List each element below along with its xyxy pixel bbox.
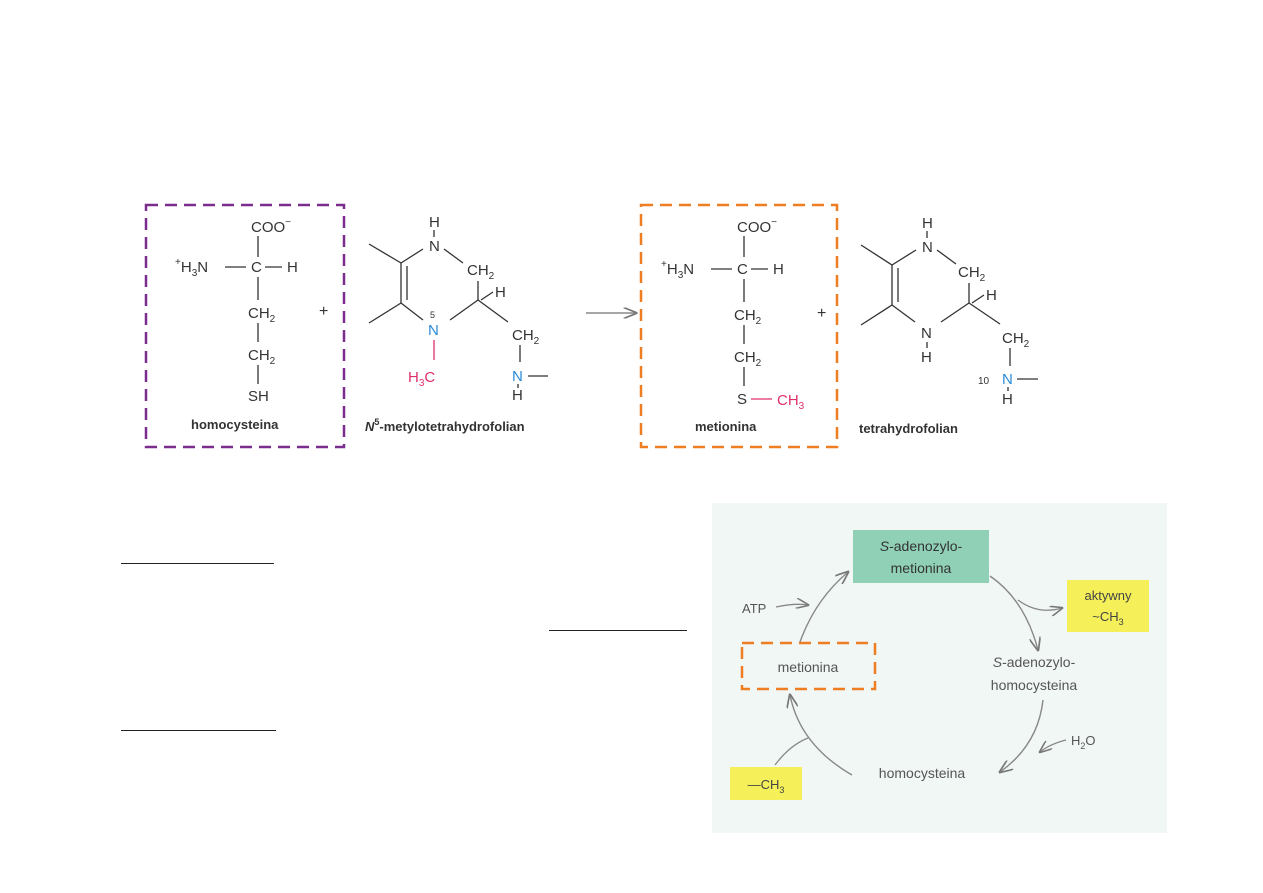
svg-text:CH2: CH2 xyxy=(467,262,495,282)
sam-line-2: metionina xyxy=(891,560,952,576)
svg-text:COO−: COO− xyxy=(737,217,777,236)
water-label: H2O xyxy=(1071,733,1096,751)
svg-text:—CH3: —CH3 xyxy=(748,777,785,795)
svg-text:CH2: CH2 xyxy=(958,264,986,284)
svg-text:H: H xyxy=(429,214,440,231)
methyl-cycle: S-adenozylo- metionina aktywny ~CH3 ATP … xyxy=(730,530,1149,800)
svg-text:10: 10 xyxy=(978,376,990,387)
sah-line-2: homocysteina xyxy=(991,677,1078,693)
svg-text:N: N xyxy=(922,239,933,256)
blank-line-1 xyxy=(121,563,274,564)
svg-text:H: H xyxy=(986,287,997,304)
methionine-structure: COO− +H3N C H CH2 CH2 S CH3 metionina xyxy=(661,217,805,434)
svg-text:H: H xyxy=(922,215,933,232)
methionine-highlight-box xyxy=(639,203,839,449)
cycle-methionine-box xyxy=(740,641,877,691)
blank-line-2 xyxy=(549,630,687,631)
svg-text:H: H xyxy=(1002,391,1013,408)
thf-structure: H N CH2 H N H CH2 xyxy=(859,215,1038,436)
svg-text:C: C xyxy=(251,259,262,276)
svg-text:H: H xyxy=(773,261,784,278)
svg-text:CH2: CH2 xyxy=(248,305,276,325)
svg-text:N: N xyxy=(1002,371,1013,388)
svg-text:C: C xyxy=(737,261,748,278)
plus-sign-1: + xyxy=(319,303,328,320)
svg-text:CH2: CH2 xyxy=(512,327,540,347)
svg-text:CH2: CH2 xyxy=(734,349,762,369)
arrow-methyl-in xyxy=(774,737,809,766)
svg-text:N: N xyxy=(512,368,523,385)
svg-text:SH: SH xyxy=(248,388,269,405)
homocysteine-structure: COO− +H3N C H CH2 CH2 SH homocysteina xyxy=(175,217,298,432)
svg-text:H: H xyxy=(512,387,523,404)
arrow-met-to-sam xyxy=(799,572,848,643)
methyl-thf-label: N5-metylotetrahydrofolian xyxy=(365,417,525,434)
svg-text:H: H xyxy=(287,259,298,276)
homocysteine-highlight-box xyxy=(144,203,346,449)
svg-text:CH3: CH3 xyxy=(777,392,805,412)
svg-text:S: S xyxy=(737,391,747,408)
methyl-thf-structure: H N CH2 H 5 N H3C xyxy=(365,214,548,434)
svg-text:N: N xyxy=(429,238,440,255)
homocysteine-label: homocysteina xyxy=(191,417,279,432)
active-methyl-box xyxy=(1067,580,1149,632)
svg-text:H: H xyxy=(921,349,932,366)
svg-text:N: N xyxy=(921,325,932,342)
arrow-sam-to-sah xyxy=(989,575,1038,650)
thf-label: tetrahydrofolian xyxy=(859,421,958,436)
blank-line-3 xyxy=(121,730,276,731)
svg-text:CH2: CH2 xyxy=(248,347,276,367)
svg-text:CH2: CH2 xyxy=(1002,330,1030,350)
svg-text:H3C: H3C xyxy=(408,369,435,389)
svg-text:5: 5 xyxy=(430,310,435,320)
svg-text:N: N xyxy=(428,322,439,339)
svg-text:aktywny: aktywny xyxy=(1085,588,1132,603)
svg-text:+H3N: +H3N xyxy=(175,257,208,279)
svg-text:CH2: CH2 xyxy=(734,307,762,327)
cycle-homocysteine-label: homocysteina xyxy=(879,765,966,781)
sam-box xyxy=(853,530,989,583)
svg-text:H: H xyxy=(495,284,506,301)
sah-line-1: S-adenozylo- xyxy=(993,654,1076,670)
svg-text:COO−: COO− xyxy=(251,217,291,236)
sam-line-1: S-adenozylo- xyxy=(880,538,963,554)
arrow-hcy-to-met xyxy=(790,695,853,776)
arrow-sah-to-hcy xyxy=(1000,699,1044,772)
plus-sign-2: + xyxy=(817,305,826,322)
svg-text:+H3N: +H3N xyxy=(661,259,694,281)
svg-text:~CH3: ~CH3 xyxy=(1092,609,1123,627)
methionine-label: metionina xyxy=(695,419,757,434)
methyl-donor-box xyxy=(730,767,802,800)
atp-label: ATP xyxy=(742,601,766,616)
cycle-methionine-label: metionina xyxy=(778,659,839,675)
arrow-sam-to-active xyxy=(1017,599,1062,610)
